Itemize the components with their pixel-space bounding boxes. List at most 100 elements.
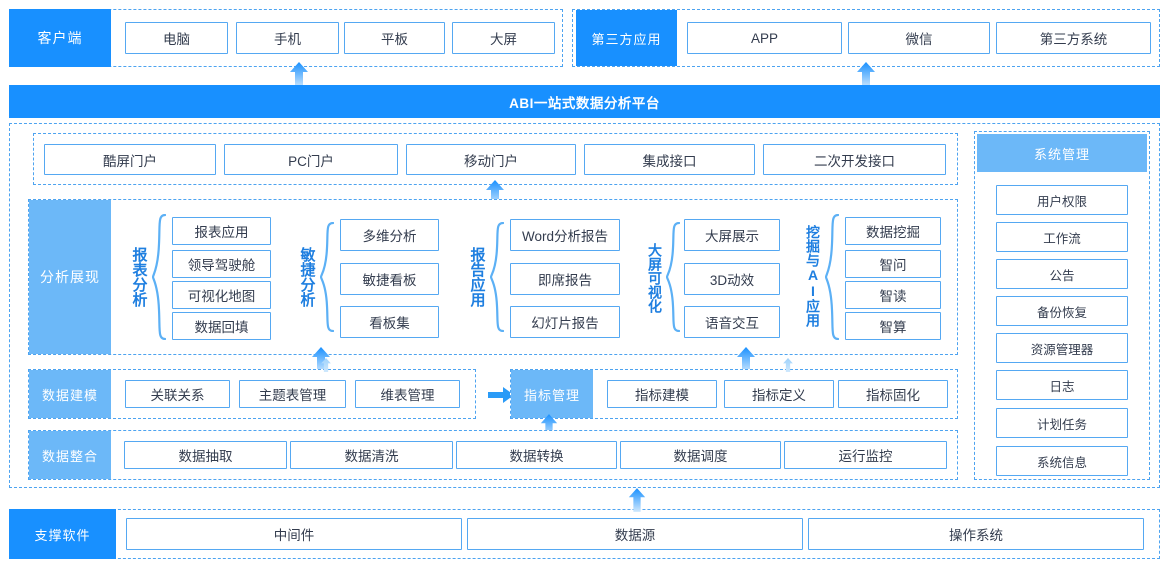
third-party-item-2[interactable]: 第三方系统: [996, 22, 1151, 54]
integration-item-0[interactable]: 数据抽取: [124, 441, 287, 469]
analysis-group-3-item-2[interactable]: 语音交互: [684, 306, 780, 338]
modeling-item-2[interactable]: 维表管理: [355, 380, 460, 408]
analysis-group-1-item-1-label: 敏捷看板: [362, 273, 417, 288]
third-party-item-1[interactable]: 微信: [848, 22, 990, 54]
analysis-group-4-caption-text: 挖掘与AI应用: [805, 225, 821, 327]
system-mgmt-item-1[interactable]: 工作流: [996, 222, 1128, 252]
analysis-group-1-item-1[interactable]: 敏捷看板: [340, 263, 439, 295]
third-party-item-0[interactable]: APP: [687, 22, 842, 54]
analysis-group-0-item-1[interactable]: 领导驾驶舱: [172, 250, 271, 278]
analysis-group-3-item-1[interactable]: 3D动效: [684, 263, 780, 295]
up-arrow-icon: [737, 347, 755, 373]
up-arrow-icon: [312, 347, 330, 373]
analysis-group-2-caption-text: 报告应用: [468, 247, 486, 307]
client-row-label-text: 客户端: [37, 30, 83, 46]
client-item-2[interactable]: 平板: [344, 22, 445, 54]
integration-item-1[interactable]: 数据清洗: [290, 441, 453, 469]
portal-item-1[interactable]: PC门户: [224, 144, 398, 175]
analysis-group-3-caption: 大屏可视化: [645, 222, 665, 334]
third-party-item-1-label: 微信: [905, 32, 933, 47]
analysis-group-4-caption: 挖掘与AI应用: [803, 212, 823, 340]
client-item-1[interactable]: 手机: [236, 22, 339, 54]
up-arrow-icon: [486, 180, 504, 206]
metric-mgmt-label-text: 指标管理: [523, 387, 580, 403]
system-mgmt-item-0-label: 用户权限: [1036, 194, 1087, 209]
client-item-1-label: 手机: [274, 32, 301, 47]
analysis-group-0-caption: 报表分析: [129, 214, 149, 340]
analysis-group-0-item-0-label: 报表应用: [194, 225, 249, 240]
system-mgmt-item-7[interactable]: 系统信息: [996, 446, 1128, 476]
analysis-group-2-item-2[interactable]: 幻灯片报告: [510, 306, 620, 338]
third-party-row-label: 第三方应用: [576, 10, 677, 66]
support-item-2[interactable]: 操作系统: [808, 518, 1144, 550]
system-mgmt-item-3[interactable]: 备份恢复: [996, 296, 1128, 326]
analysis-group-0-item-0[interactable]: 报表应用: [172, 217, 271, 245]
curly-brace-icon: [320, 222, 334, 332]
integration-item-3-label: 数据调度: [673, 449, 728, 464]
platform-title-bar: ABI一站式数据分析平台: [9, 85, 1160, 118]
metric-item-1-label: 指标定义: [752, 388, 806, 403]
analysis-group-0-item-3[interactable]: 数据回填: [172, 312, 271, 340]
portal-item-2[interactable]: 移动门户: [406, 144, 576, 175]
analysis-group-1-item-2[interactable]: 看板集: [340, 306, 439, 338]
analysis-group-4-item-3-label: 智算: [879, 320, 907, 335]
up-arrow-icon: [783, 358, 793, 372]
analysis-group-3-caption-text: 大屏可视化: [647, 243, 663, 313]
modeling-row-label: 数据建模: [29, 370, 111, 418]
portal-item-2-label: 移动门户: [464, 153, 518, 169]
portal-item-1-label: PC门户: [288, 153, 334, 169]
metric-item-0[interactable]: 指标建模: [607, 380, 717, 408]
support-item-1[interactable]: 数据源: [467, 518, 803, 550]
metric-item-2[interactable]: 指标固化: [838, 380, 948, 408]
analysis-group-1-item-0[interactable]: 多维分析: [340, 219, 439, 251]
analysis-group-0-item-2[interactable]: 可视化地图: [172, 281, 271, 309]
analysis-group-2-item-1[interactable]: 即席报告: [510, 263, 620, 295]
up-arrow-icon: [540, 414, 558, 438]
integration-item-3[interactable]: 数据调度: [620, 441, 781, 469]
analysis-group-2-item-0[interactable]: Word分析报告: [510, 219, 620, 251]
system-mgmt-item-5-label: 日志: [1049, 379, 1075, 394]
modeling-row-label-text: 数据建模: [41, 387, 98, 403]
analysis-group-2-item-1-label: 即席报告: [538, 273, 592, 288]
system-mgmt-item-5[interactable]: 日志: [996, 370, 1128, 400]
analysis-group-4-item-3[interactable]: 智算: [845, 312, 941, 340]
client-item-3[interactable]: 大屏: [452, 22, 555, 54]
analysis-group-4-item-2-label: 智读: [879, 289, 907, 304]
third-party-item-2-label: 第三方系统: [1039, 32, 1108, 47]
support-item-0[interactable]: 中间件: [126, 518, 462, 550]
client-item-0[interactable]: 电脑: [125, 22, 228, 54]
system-mgmt-item-0[interactable]: 用户权限: [996, 185, 1128, 215]
client-item-2-label: 平板: [381, 32, 408, 47]
integration-item-2[interactable]: 数据转换: [456, 441, 617, 469]
third-party-row-label-text: 第三方应用: [591, 31, 662, 47]
system-mgmt-item-7-label: 系统信息: [1036, 455, 1087, 470]
integration-item-4[interactable]: 运行监控: [784, 441, 947, 469]
portal-item-4[interactable]: 二次开发接口: [763, 144, 946, 175]
modeling-item-2-label: 维表管理: [380, 388, 435, 403]
analysis-group-3-item-0[interactable]: 大屏展示: [684, 219, 780, 251]
portal-item-0[interactable]: 酷屏门户: [44, 144, 216, 175]
analysis-group-1-item-2-label: 看板集: [369, 316, 410, 331]
third-party-item-0-label: APP: [750, 30, 778, 46]
analysis-group-2-item-0-label: Word分析报告: [521, 229, 608, 244]
up-arrow-icon: [857, 62, 875, 88]
analysis-group-4-item-0[interactable]: 数据挖掘: [845, 217, 941, 245]
analysis-group-1-item-0-label: 多维分析: [362, 229, 417, 244]
metric-item-1[interactable]: 指标定义: [724, 380, 834, 408]
system-mgmt-item-6[interactable]: 计划任务: [996, 408, 1128, 438]
analysis-group-3-item-2-label: 语音交互: [705, 316, 759, 331]
modeling-item-1[interactable]: 主题表管理: [239, 380, 346, 408]
system-mgmt-item-4[interactable]: 资源管理器: [996, 333, 1128, 363]
support-item-1-label: 数据源: [614, 528, 656, 543]
analysis-group-4-item-2[interactable]: 智读: [845, 281, 941, 309]
portal-item-3-label: 集成接口: [642, 153, 697, 169]
integration-row-label-text: 数据整合: [41, 448, 98, 464]
modeling-item-0[interactable]: 关联关系: [125, 380, 230, 408]
portal-item-3[interactable]: 集成接口: [584, 144, 755, 175]
system-mgmt-item-2-label: 公告: [1049, 268, 1075, 283]
analysis-group-0-caption-text: 报表分析: [130, 247, 148, 307]
system-mgmt-item-2[interactable]: 公告: [996, 259, 1128, 289]
up-arrow-icon: [290, 62, 308, 88]
curly-brace-icon: [490, 222, 504, 332]
analysis-group-4-item-1[interactable]: 智问: [845, 250, 941, 278]
